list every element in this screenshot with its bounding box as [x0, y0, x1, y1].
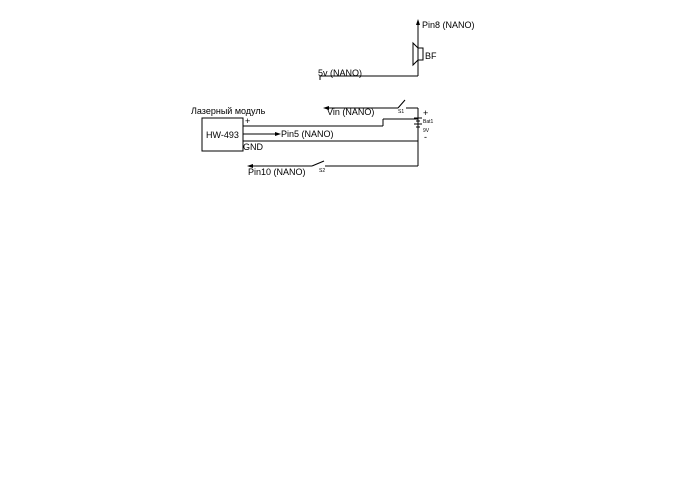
buzzer-body [417, 47, 424, 61]
switch-s2 [311, 160, 325, 167]
pin5-arrow [275, 132, 281, 136]
label-bf: BF [425, 51, 437, 61]
label-gnd: GND [243, 142, 264, 152]
pin10-arrow [247, 164, 253, 168]
label-5v: 5v (NANO) [318, 68, 362, 78]
switch-s1 [397, 99, 406, 109]
label-laser-module: Лазерный модуль [191, 106, 266, 116]
label-s2: S2 [319, 168, 325, 174]
label-bat1: Bat1 [423, 119, 434, 125]
label-9v: 9V [423, 128, 430, 134]
label-hw493: HW-493 [206, 130, 239, 140]
label-pin10: Pin10 (NANO) [248, 167, 306, 177]
hw493-module [201, 117, 244, 152]
label-bat-plus: + [423, 108, 428, 118]
label-pin8: Pin8 (NANO) [422, 20, 475, 30]
label-vin: Vin (NANO) [327, 107, 374, 117]
vin-arrow [323, 106, 329, 110]
label-s1: S1 [398, 109, 404, 115]
buzzer-horn [412, 41, 419, 67]
label-pin5: Pin5 (NANO) [281, 129, 334, 139]
label-module-plus: + [245, 116, 250, 126]
label-bat-minus: - [424, 132, 427, 142]
pin8-arrow [416, 19, 420, 25]
